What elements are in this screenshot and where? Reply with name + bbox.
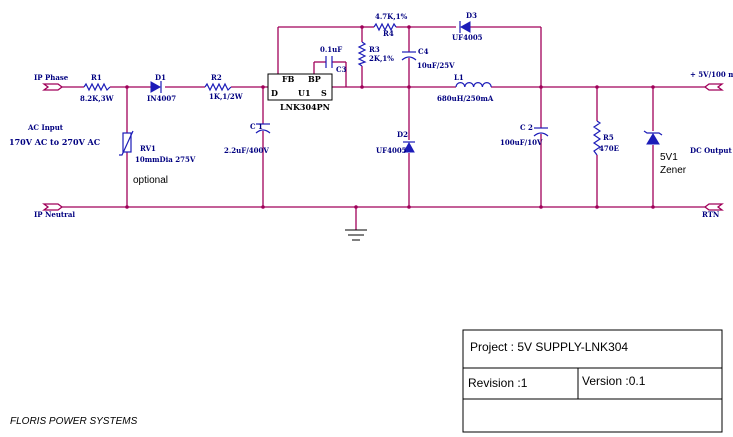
capacitor-c3: 0.1uF C3 [320, 45, 347, 74]
c3-value: 0.1uF [320, 45, 342, 54]
u1-pin-d: D [271, 88, 278, 98]
zener-diode: 5V1 Zener [643, 130, 687, 176]
ac-range-label: 170V AC to 270V AC [9, 137, 100, 147]
capacitor-c4: C4 10uF/25V [401, 47, 455, 70]
r2-ref: R2 [211, 73, 222, 82]
u1-part-number: LNK304PN [280, 102, 330, 112]
c1-ref: C 1 [250, 122, 263, 131]
c4-value: 10uF/25V [417, 61, 455, 70]
rv1-value: 10mmDia 275V [135, 155, 196, 164]
r4-value: 4.7K,1% [375, 12, 408, 21]
c3-ref: C3 [336, 65, 347, 74]
inductor-l1: L1 680uH/250mA [437, 73, 494, 103]
d2-ref: D2 [397, 130, 408, 139]
port-ip-phase: IP Phase [34, 73, 69, 91]
d3-value: UF4005 [452, 33, 483, 42]
rv1-ref: RV1 [140, 144, 156, 153]
l1-ref: L1 [454, 73, 464, 82]
diode-d1: D1 IN4007 [147, 73, 176, 103]
d1-value: IN4007 [147, 94, 176, 103]
c4-ref: C4 [418, 47, 429, 56]
port-out-pos-label: + 5V/100 mA [690, 70, 733, 79]
resistor-r4: 4.7K,1% R4 [373, 12, 408, 38]
c2-ref: C 2 [520, 123, 533, 132]
port-out-rtn: RTN [702, 203, 724, 219]
title-version: Version :0.1 [582, 374, 646, 388]
r3-ref: R3 [369, 45, 380, 54]
r4-ref: R4 [383, 29, 394, 38]
capacitor-c2: C 2 100uF/10V [500, 123, 549, 147]
varistor-rv1: RV1 10mmDia 275V optional [119, 130, 196, 186]
r1-ref: R1 [91, 73, 102, 82]
port-ip-neutral: IP Neutral [34, 203, 75, 219]
capacitor-c1: C 1 2.2uF/400V [224, 122, 271, 155]
r1-value: 8.2K,3W [80, 94, 114, 103]
ic-u1: FB BP D U1 S LNK304PN [267, 73, 333, 112]
r5-value: 470E [599, 144, 619, 153]
company-name: FLORIS POWER SYSTEMS [10, 416, 138, 427]
l1-value: 680uH/250mA [437, 94, 494, 103]
rv1-optional-note: optional [133, 175, 168, 186]
junction-dots [125, 25, 655, 209]
u1-ref: U1 [298, 88, 311, 98]
port-ip-neutral-label: IP Neutral [34, 210, 75, 219]
diode-d2: D2 UF4005 [376, 130, 415, 155]
u1-pin-s: S [321, 88, 327, 98]
zener-word: Zener [660, 165, 687, 176]
zener-ref: 5V1 [660, 152, 678, 163]
c2-value: 100uF/10V [500, 138, 543, 147]
ground-symbol [345, 229, 367, 241]
c1-value: 2.2uF/400V [224, 146, 269, 155]
title-project: Project : 5V SUPPLY-LNK304 [470, 340, 628, 354]
resistor-r2: R2 1K,1/2W [204, 73, 243, 101]
ac-input-label: AC Input [27, 123, 64, 132]
r5-ref: R5 [603, 133, 614, 142]
resistor-r5: R5 470E [592, 120, 619, 156]
resistor-r3: R3 2K,1% [357, 41, 394, 67]
title-revision: Revision :1 [468, 376, 528, 390]
dc-output-label: DC Output [690, 146, 732, 155]
port-out-rtn-label: RTN [702, 210, 720, 219]
u1-pin-bp: BP [308, 74, 321, 84]
r3-value: 2K,1% [369, 54, 394, 63]
port-ip-phase-label: IP Phase [34, 73, 69, 82]
r2-value: 1K,1/2W [209, 92, 243, 101]
title-block: Project : 5V SUPPLY-LNK304 Revision :1 V… [462, 329, 723, 433]
port-out-pos: + 5V/100 mA [690, 70, 733, 91]
d1-ref: D1 [155, 73, 166, 82]
diode-d3: D3 UF4005 [452, 11, 483, 42]
u1-pin-fb: FB [282, 74, 295, 84]
d2-value: UF4005 [376, 146, 407, 155]
d3-ref: D3 [466, 11, 477, 20]
resistor-r1: R1 8.2K,3W [80, 73, 114, 103]
